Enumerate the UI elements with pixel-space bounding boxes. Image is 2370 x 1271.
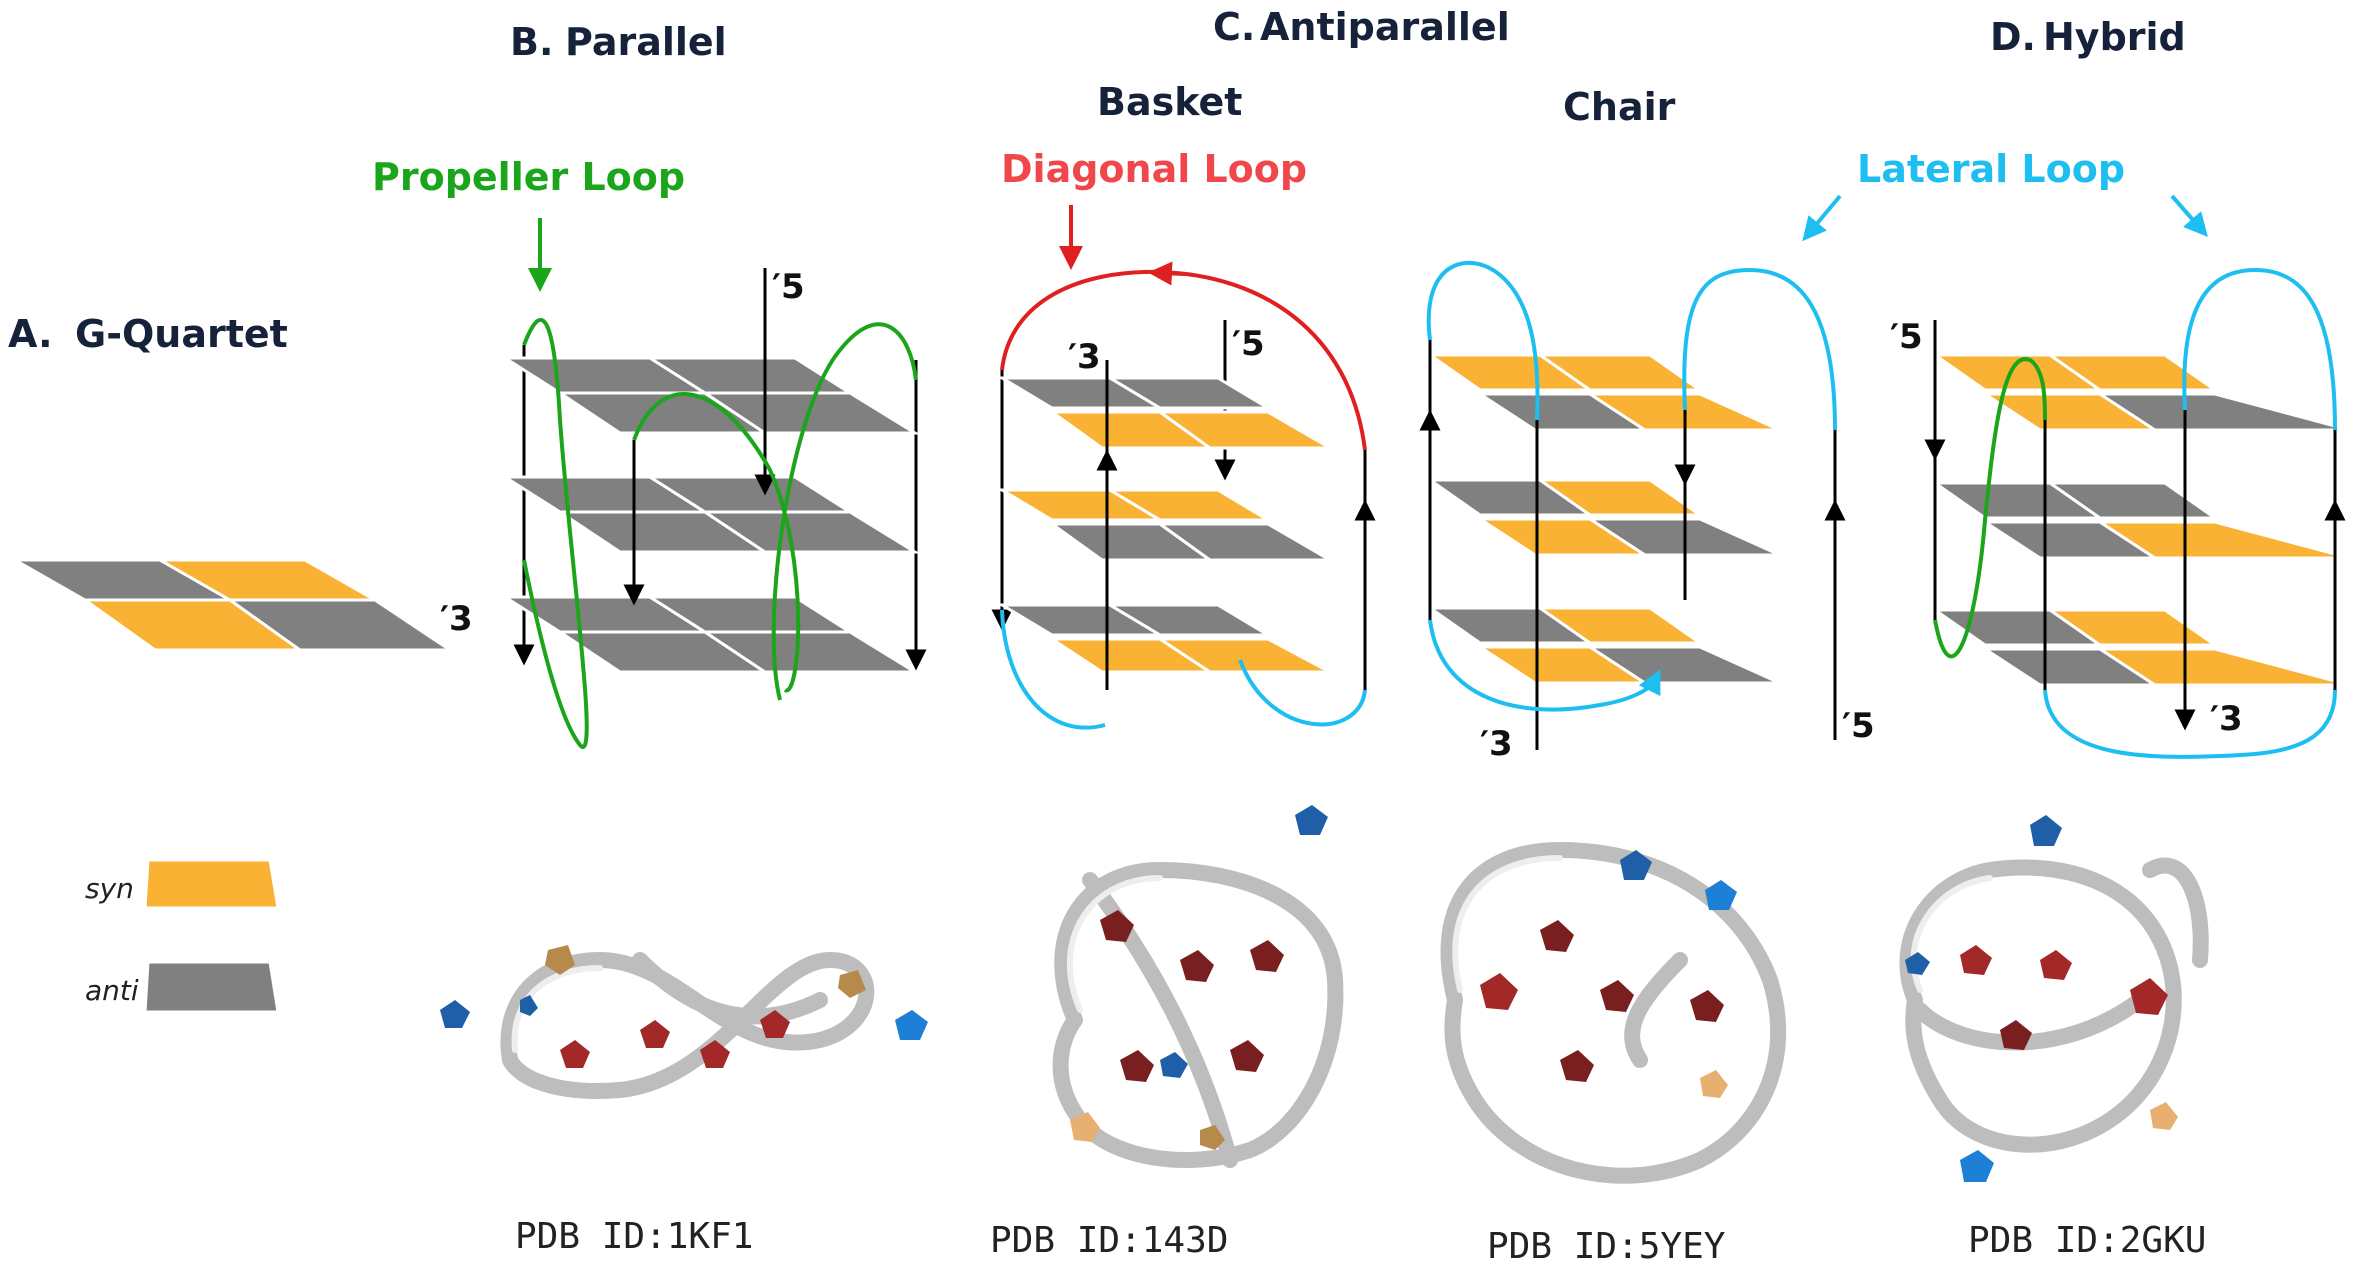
legend-anti-label: anti bbox=[85, 974, 139, 1007]
chair-5-end: ′5 bbox=[1842, 706, 1875, 746]
legend-anti-swatch bbox=[143, 960, 280, 1014]
structure-5yey bbox=[1440, 841, 1787, 1184]
panel-d-title: Hybrid bbox=[2043, 15, 2186, 59]
parallel-topology bbox=[499, 268, 927, 750]
panel-b-letter: B. bbox=[510, 20, 553, 64]
parallel-5-end: ′5 bbox=[772, 267, 805, 307]
pdb-143d-caption: PDB ID:143D bbox=[990, 1220, 1228, 1261]
structure-2gku bbox=[1899, 815, 2209, 1182]
legend-syn-swatch bbox=[143, 858, 280, 910]
g-quartet bbox=[9, 558, 455, 652]
legend-syn-label: syn bbox=[85, 872, 134, 905]
structure-1kf1 bbox=[440, 945, 928, 1099]
pdb-5yey-caption: PDB ID:5YEY bbox=[1487, 1226, 1726, 1267]
basket-3-end: ′3 bbox=[1068, 337, 1101, 377]
panel-b-title: Parallel bbox=[565, 20, 727, 64]
legend: syn anti bbox=[85, 858, 280, 1014]
pdb-1kf1-caption: PDB ID:1KF1 bbox=[515, 1216, 753, 1257]
structure-143d bbox=[1052, 805, 1344, 1168]
lateral-loop-label: Lateral Loop bbox=[1857, 147, 2125, 191]
diagonal-loop-label: Diagonal Loop bbox=[1001, 147, 1307, 191]
panel-c-title: Antiparallel bbox=[1260, 5, 1510, 49]
basket-label: Basket bbox=[1097, 80, 1242, 124]
lateral-pointer-right-arrow bbox=[2170, 194, 2208, 238]
hybrid-topology bbox=[1924, 267, 2351, 759]
diagonal-loop-arrow bbox=[1148, 261, 1186, 286]
basket-5-end: ′5 bbox=[1232, 324, 1265, 364]
pdb-2gku-caption: PDB ID:2GKU bbox=[1968, 1220, 2206, 1261]
chair-3-end: ′3 bbox=[1480, 724, 1513, 764]
chair-topology bbox=[1419, 260, 1846, 750]
panel-c-letter: C. bbox=[1213, 5, 1255, 49]
propeller-loop-label: Propeller Loop bbox=[372, 155, 685, 199]
chair-label: Chair bbox=[1563, 85, 1676, 129]
panel-a-letter: A. bbox=[8, 312, 53, 356]
hybrid-3-end: ′3 bbox=[2210, 699, 2243, 739]
lateral-pointer-left-arrow bbox=[1802, 194, 1842, 242]
panel-a-title: G-Quartet bbox=[75, 312, 288, 356]
hybrid-5-end: ′5 bbox=[1890, 317, 1923, 357]
panel-d-letter: D. bbox=[1990, 15, 2036, 59]
quartet-3-end: ′3 bbox=[440, 599, 473, 639]
basket-topology bbox=[991, 261, 1376, 730]
